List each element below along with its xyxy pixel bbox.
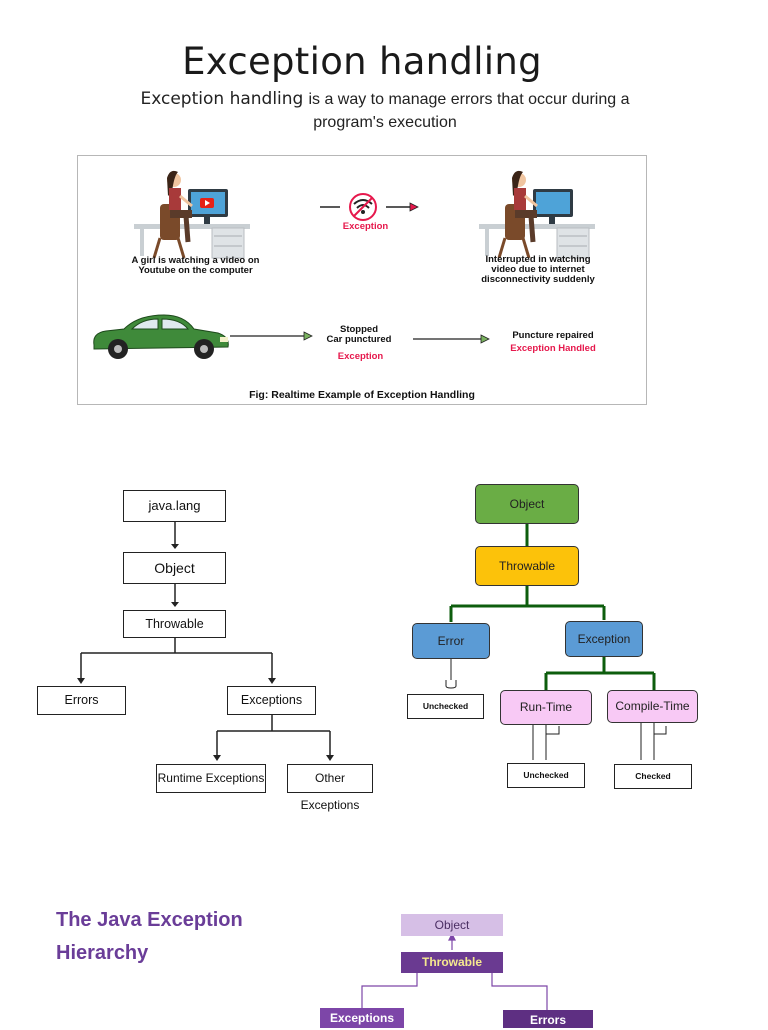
java-exceptions-node: Exceptions [320, 1008, 404, 1028]
runtime-exceptions-box: Runtime Exceptions [156, 764, 266, 793]
girl-caption: A girl is watching a video on Youtube on… [108, 256, 283, 276]
car-illustration [93, 314, 229, 359]
no-wifi-icon [320, 193, 419, 221]
throwable-box: Throwable [123, 610, 226, 638]
interrupted-caption: Interrupted in watching video due to int… [453, 255, 623, 285]
java-throwable-node: Throwable [401, 952, 503, 973]
interrupted-line2: video due to internet [491, 264, 585, 275]
girl-computer-illustration [134, 170, 250, 259]
java-hierarchy-title: The Java Exception Hierarchy [56, 904, 243, 970]
girl-caption-line2: Youtube on the computer [138, 265, 253, 276]
compile-time-node: Compile-Time [607, 690, 698, 723]
java-hierarchy-title-line1: The Java Exception [56, 909, 243, 931]
runtime-node: Run-Time [500, 690, 592, 725]
page-title: Exception handling [182, 40, 542, 83]
girl-caption-line1: A girl is watching a video on [131, 255, 260, 266]
object-box: Object [123, 552, 226, 584]
car-exception-label: Exception [337, 351, 384, 362]
figure-caption: Fig: Realtime Example of Exception Handl… [249, 389, 475, 401]
page-subtitle: Exception handling is a way to manage er… [90, 88, 680, 134]
realtime-example-figure: A girl is watching a video on Youtube on… [77, 155, 647, 405]
interrupted-line3: disconnectivity suddenly [481, 274, 595, 285]
errors-box: Errors [37, 686, 126, 715]
car-arrow-1 [230, 331, 313, 341]
error-unchecked-label: Unchecked [407, 694, 484, 719]
repaired-caption: Puncture repaired [512, 330, 594, 341]
exceptions-box: Exceptions [227, 686, 316, 715]
error-node: Error [412, 623, 490, 659]
other-exceptions-box: Other Exceptions [287, 764, 373, 812]
java-errors-node: Errors [503, 1010, 593, 1028]
runtime-unchecked-label: Unchecked [507, 763, 585, 788]
girl-interrupted-illustration [479, 170, 595, 259]
stopped-line1: Stopped [340, 324, 378, 335]
exception-node: Exception [565, 621, 643, 657]
car-arrow-2 [413, 334, 490, 344]
subtitle-rest-line2: program's execution [313, 114, 457, 131]
subtitle-rest-line1: is a way to manage errors that occur dur… [308, 91, 630, 108]
interrupted-line1: Interrupted in watching [485, 254, 591, 265]
object-node: Object [475, 484, 579, 524]
stopped-line2: Car punctured [326, 334, 392, 345]
stopped-caption: Stopped Car punctured [313, 325, 405, 345]
java-hierarchy-title-line2: Hierarchy [56, 942, 149, 964]
subtitle-lead: Exception handling [140, 89, 304, 109]
java-lang-box: java.lang [123, 490, 226, 522]
checked-label: Checked [614, 764, 692, 789]
exception-handled-label: Exception Handled [510, 343, 596, 354]
wifi-exception-label: Exception [342, 221, 389, 232]
java-object-node: Object [401, 914, 503, 936]
throwable-node: Throwable [475, 546, 579, 586]
